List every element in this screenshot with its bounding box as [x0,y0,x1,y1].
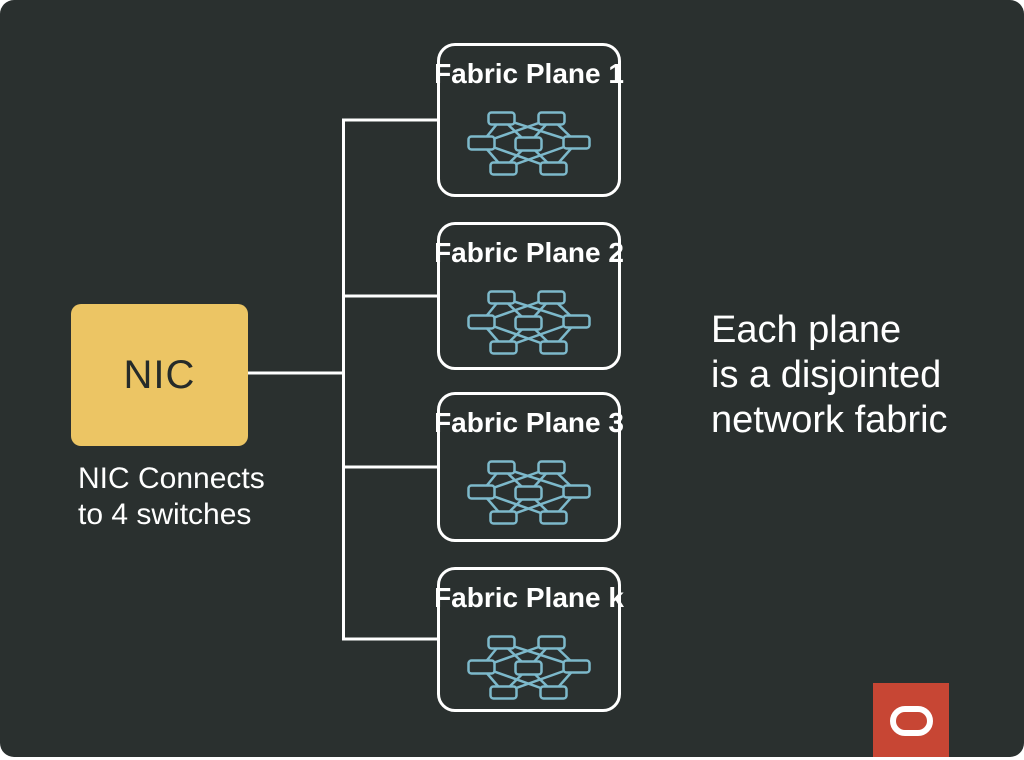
oracle-logo [873,683,949,757]
fabric-plane-3-box: Fabric Plane 3 [434,392,624,542]
fabric-plane-k-box: Fabric Plane k [434,567,624,712]
network-switch-nodes [467,635,591,700]
clos-network-icon [467,290,591,355]
fabric-plane-title: Fabric Plane 2 [434,237,624,268]
nic-label: NIC [123,352,196,397]
fabric-plane-title: Fabric Plane k [434,582,624,613]
oracle-o-icon [889,706,933,736]
nic-node: NIC [71,304,248,446]
network-switch-nodes [467,460,591,525]
network-switch-nodes [467,290,591,355]
network-switch-nodes [467,111,591,176]
fabric-plane-2-box: Fabric Plane 2 [434,222,624,370]
clos-network-icon [467,111,591,176]
clos-network-icon [467,460,591,525]
fabric-plane-title: Fabric Plane 1 [434,58,624,89]
clos-network-icon [467,635,591,700]
nic-caption: NIC Connects to 4 switches [78,462,265,531]
fabric-plane-1-box: Fabric Plane 1 [434,43,624,197]
fabric-plane-title: Fabric Plane 3 [434,407,624,438]
annotation-text: Each plane is a disjointed network fabri… [711,309,948,441]
